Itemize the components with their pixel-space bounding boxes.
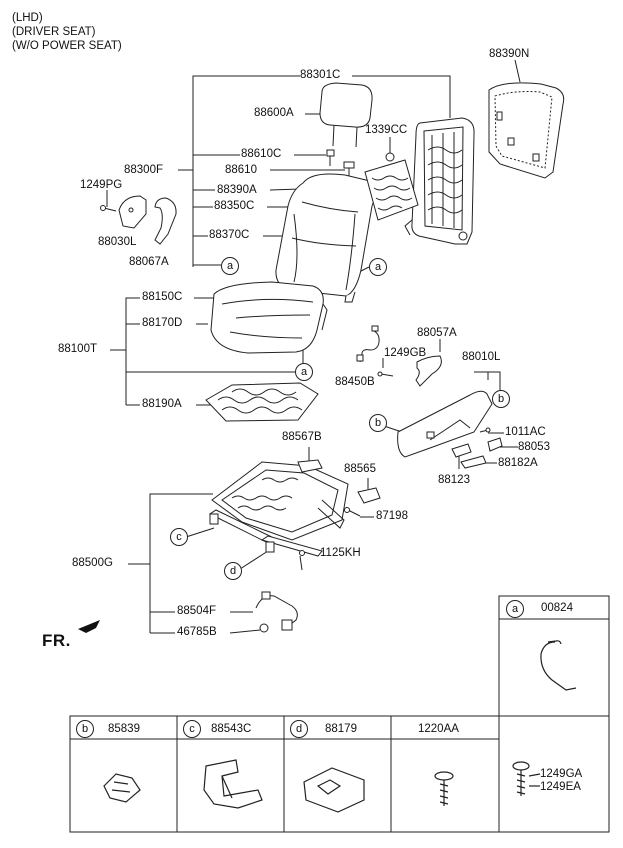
label-87198: 87198 — [376, 510, 408, 522]
label-88300F: 88300F — [124, 164, 164, 176]
label-1125KH: 1125KH — [320, 547, 361, 559]
callout-b: b — [492, 390, 510, 408]
label-88610: 88610 — [225, 164, 257, 176]
label-1249PG: 1249PG — [80, 179, 123, 191]
label-88057A: 88057A — [417, 327, 457, 339]
label-88182A: 88182A — [498, 457, 538, 469]
label-88350C: 88350C — [214, 200, 255, 212]
legend-1220AA-part: 1220AA — [418, 723, 459, 735]
header-driver-seat: (DRIVER SEAT) — [12, 26, 96, 38]
label-88390N: 88390N — [489, 48, 530, 60]
label-88450B: 88450B — [335, 376, 375, 388]
label-88301C: 88301C — [300, 69, 341, 81]
label-1339CC: 1339CC — [365, 124, 408, 136]
label-88053: 88053 — [518, 441, 550, 453]
callout-c: c — [170, 528, 188, 546]
callout-a: a — [295, 363, 313, 381]
callout-a: a — [221, 257, 239, 275]
label-88567B: 88567B — [282, 431, 322, 443]
label-88500G: 88500G — [72, 557, 113, 569]
label-1011AC: 1011AC — [505, 426, 546, 438]
label-88390A: 88390A — [217, 184, 257, 196]
label-88370C: 88370C — [209, 229, 250, 241]
legend-c-part: 88543C — [211, 723, 252, 735]
label-88190A: 88190A — [142, 398, 182, 410]
legend-d-letter: d — [290, 720, 308, 738]
legend-a-part: 00824 — [541, 602, 573, 614]
label-1249GB: 1249GB — [384, 347, 427, 359]
label-46785B: 46785B — [177, 626, 217, 638]
legend-a-letter: a — [506, 600, 524, 618]
callout-b: b — [369, 414, 387, 432]
legend-b-part: 85839 — [108, 723, 140, 735]
label-88565: 88565 — [344, 463, 376, 475]
label-88067A: 88067A — [129, 256, 169, 268]
label-88030L: 88030L — [98, 236, 137, 248]
legend-d-part: 88179 — [325, 723, 357, 735]
label-88100T: 88100T — [58, 343, 98, 355]
front-arrow-icon — [78, 620, 100, 633]
legend-1249GA-part: 1249GA — [540, 768, 583, 780]
label-88010L: 88010L — [462, 351, 501, 363]
front-direction-label: FR. — [42, 631, 71, 650]
label-88170D: 88170D — [142, 317, 183, 329]
label-88123: 88123 — [438, 474, 470, 486]
header-without-power-seat: (W/O POWER SEAT) — [12, 40, 122, 52]
callout-d: d — [224, 562, 242, 580]
label-88600A: 88600A — [254, 107, 294, 119]
label-88504F: 88504F — [177, 605, 217, 617]
header-lhd: (LHD) — [12, 12, 43, 24]
legend-1249EA-part: 1249EA — [540, 781, 581, 793]
legend-icons — [103, 640, 577, 813]
legend-c-letter: c — [183, 720, 201, 738]
callout-a: a — [369, 258, 387, 276]
legend-b-letter: b — [76, 720, 94, 738]
label-88150C: 88150C — [142, 291, 183, 303]
label-88610C: 88610C — [241, 148, 282, 160]
